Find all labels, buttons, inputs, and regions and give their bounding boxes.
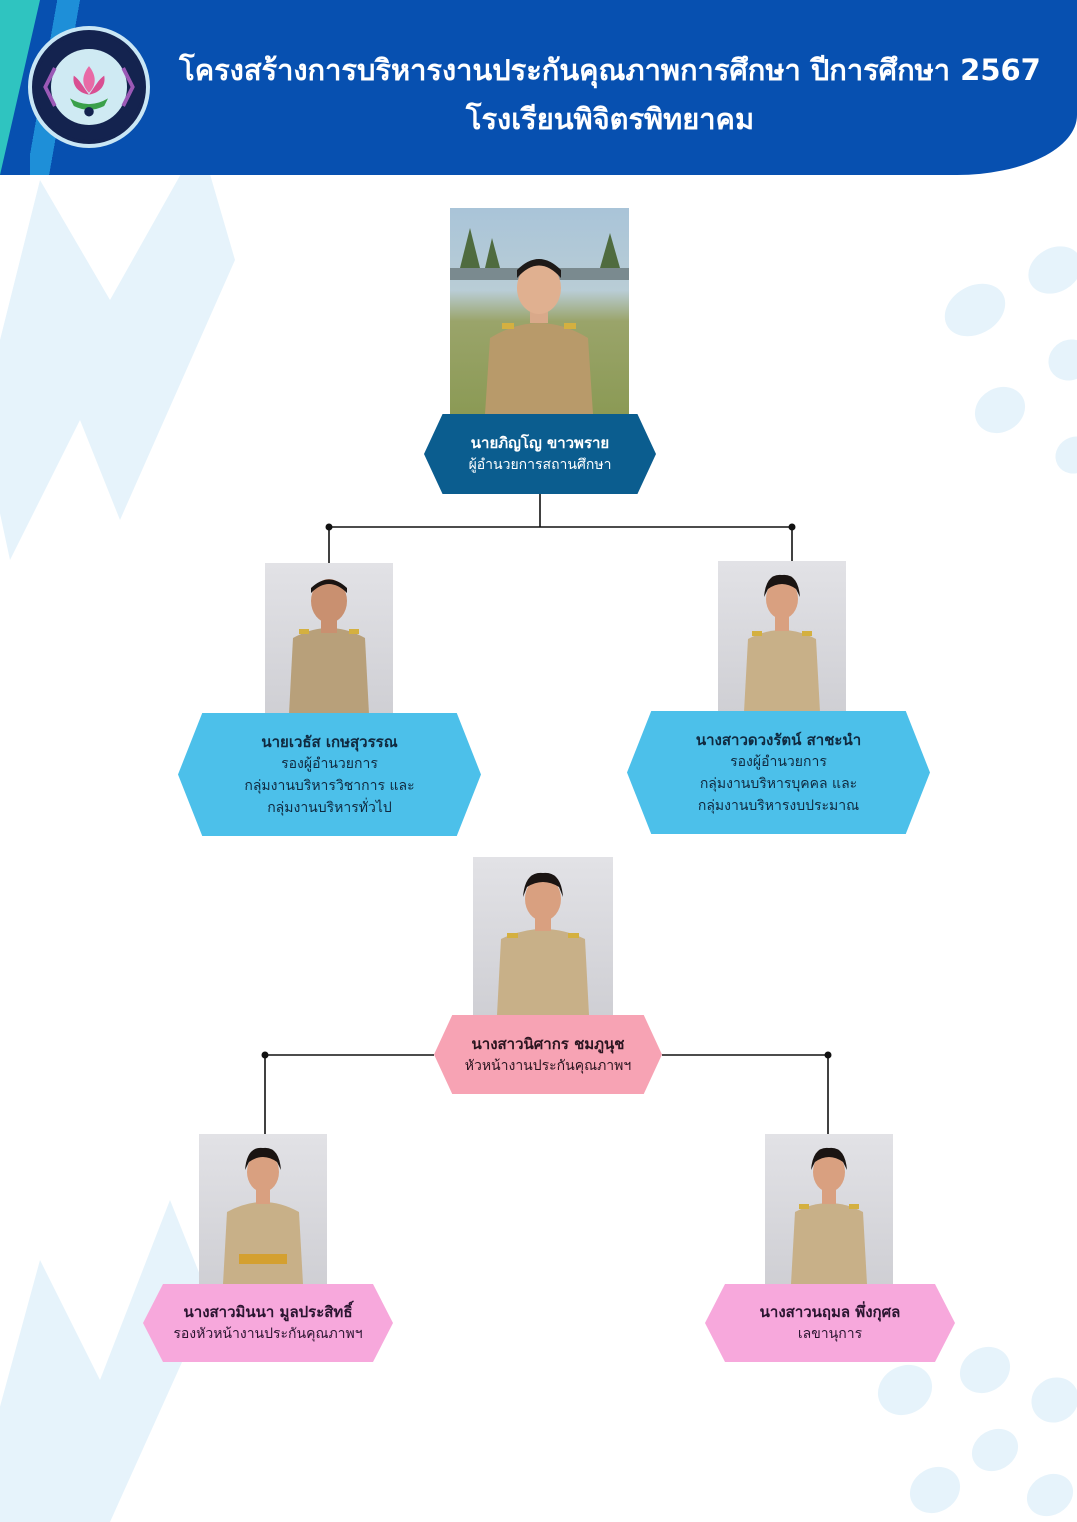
qa-deputy-label: นางสาวมินนา มูลประสิทธิ์ รองหัวหน้างานปร… xyxy=(143,1284,393,1362)
person-role: รองหัวหน้างานประกันคุณภาพฯ xyxy=(173,1326,363,1342)
page-title: โครงสร้างการบริหารงานประกันคุณภาพการศึกษ… xyxy=(179,53,1041,87)
deputy-right-photo xyxy=(718,561,846,712)
director-photo xyxy=(450,208,629,414)
person-name: นายภิญโญ ขาวพราย xyxy=(470,434,610,452)
person-role: รองผู้อำนวยการ xyxy=(730,753,827,770)
deputy-left-photo xyxy=(265,563,393,714)
secretary-photo xyxy=(765,1134,893,1284)
person-role: หัวหน้างานประกันคุณภาพฯ xyxy=(464,1057,632,1074)
person-department: กลุ่มงานบริหารงบประมาณ xyxy=(697,797,860,814)
school-name: โรงเรียนพิจิตรพิทยาคม xyxy=(465,102,755,136)
person-name: นายเวธัส เกษสุวรรณ xyxy=(261,732,398,751)
secretary-label: นางสาวนฤมล พึ่งกุศล เลขานุการ xyxy=(705,1284,955,1362)
person-department: กลุ่มงานบริหารบุคคล และ xyxy=(699,775,858,792)
deputy-right-label: นางสาวดวงรัตน์ สาชะนำ รองผู้อำนวยการ กลุ… xyxy=(627,711,930,834)
person-role: เลขานุการ xyxy=(797,1326,863,1342)
school-seal-lotus-icon xyxy=(28,26,150,148)
deputy-left-label: นายเวธัส เกษสุวรรณ รองผู้อำนวยการ กลุ่มง… xyxy=(178,713,481,836)
person-name: นางสาวดวงรัตน์ สาชะนำ xyxy=(695,730,862,749)
person-name: นางสาวมินนา มูลประสิทธิ์ xyxy=(183,1303,353,1321)
person-name: นางสาวนฤมล พึ่งกุศล xyxy=(759,1303,901,1321)
person-name: นางสาวนิศากร ชมภูนุช xyxy=(471,1034,625,1053)
qa-head-photo xyxy=(473,857,613,1015)
director-label: นายภิญโญ ขาวพราย ผู้อำนวยการสถานศึกษา xyxy=(424,414,656,494)
person-department: กลุ่มงานบริหารวิชาการ และ xyxy=(244,777,415,794)
qa-deputy-photo xyxy=(199,1134,327,1284)
person-role: ผู้อำนวยการสถานศึกษา xyxy=(468,457,612,473)
person-department: กลุ่มงานบริหารทั่วไป xyxy=(267,799,392,816)
header-banner: โครงสร้างการบริหารงานประกันคุณภาพการศึกษ… xyxy=(0,0,1077,175)
qa-head-label: นางสาวนิศากร ชมภูนุช หัวหน้างานประกันคุณ… xyxy=(434,1015,662,1094)
person-role: รองผู้อำนวยการ xyxy=(281,755,378,772)
